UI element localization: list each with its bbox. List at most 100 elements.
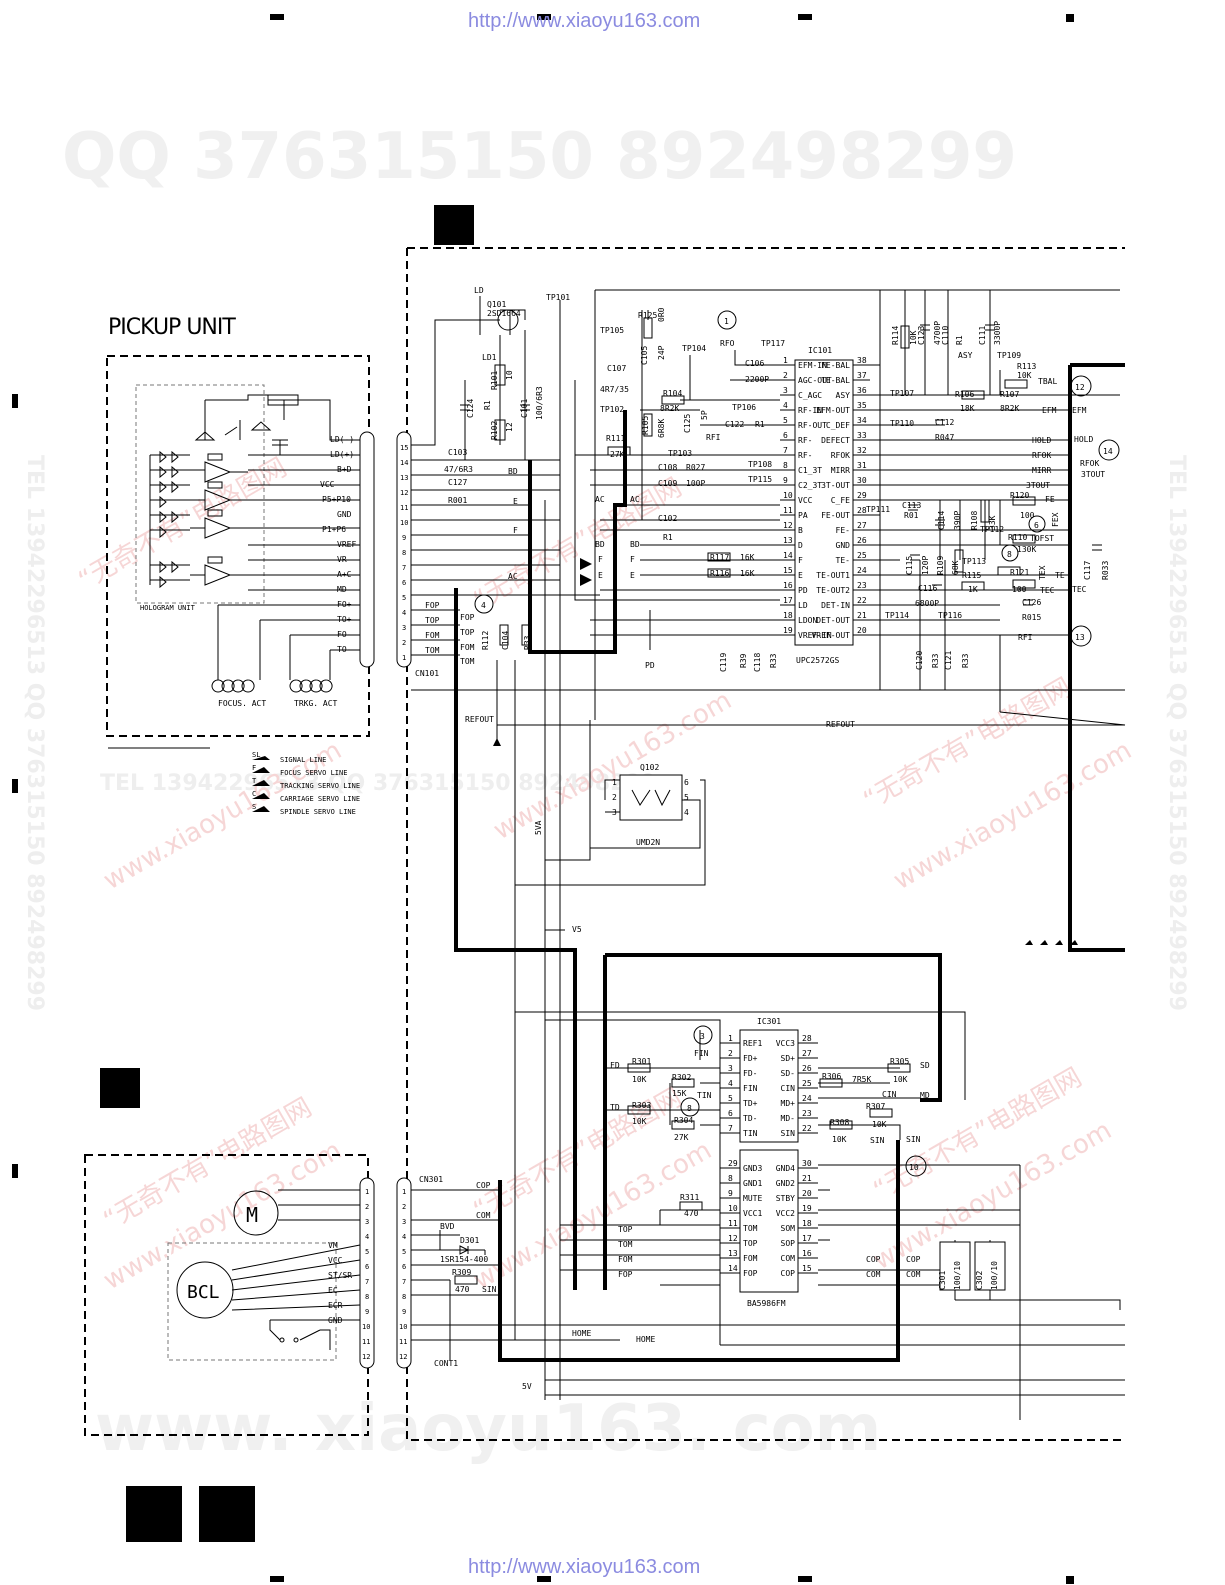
ic101-pin-num-right: 20 xyxy=(857,626,867,635)
svg-text:3: 3 xyxy=(365,1218,369,1226)
svg-text:15K: 15K xyxy=(672,1089,687,1098)
bcl-border xyxy=(167,1242,337,1361)
ic301-pin-name-left: TD- xyxy=(743,1114,757,1123)
svg-text:470: 470 xyxy=(684,1209,699,1218)
svg-text:R111: R111 xyxy=(606,434,625,443)
header-url[interactable]: http://www.xiaoyu163.com xyxy=(468,10,700,32)
ic101-pin-num-right: 27 xyxy=(857,521,867,530)
svg-text:AC: AC xyxy=(508,572,518,581)
ic301-pin-num-left: 11 xyxy=(728,1219,738,1228)
svg-text:AC: AC xyxy=(630,495,640,504)
svg-text:R307: R307 xyxy=(866,1102,885,1111)
svg-text:R1: R1 xyxy=(755,420,765,429)
svg-text:8: 8 xyxy=(1007,550,1012,559)
svg-text:TOFST: TOFST xyxy=(1030,534,1054,543)
ic101-pin-name-right: FE-OUT xyxy=(821,511,850,520)
pin-label-ld-minus: LD(-) xyxy=(330,435,354,444)
svg-text:27K: 27K xyxy=(610,450,625,459)
svg-text:C104: C104 xyxy=(501,631,510,650)
svg-text:4: 4 xyxy=(481,601,486,610)
svg-text:FOP: FOP xyxy=(460,613,475,622)
svg-text:R102: R102 xyxy=(490,421,499,440)
ic301-pin-num-right: 26 xyxy=(802,1064,812,1073)
svg-text:12: 12 xyxy=(400,489,408,497)
svg-text:33K: 33K xyxy=(988,515,997,530)
page-tab-2 xyxy=(199,1486,255,1542)
svg-text:10K: 10K xyxy=(1017,371,1032,380)
svg-text:CONT1: CONT1 xyxy=(434,1359,458,1368)
pin-label-p1p6: P1+P6 xyxy=(322,525,346,534)
ic101-pin-num-right: 26 xyxy=(857,536,867,545)
svg-text:TOM: TOM xyxy=(460,657,475,666)
ic101-name: IC101 xyxy=(808,346,832,355)
svg-text:R303: R303 xyxy=(632,1101,651,1110)
ic301-pin-num-right: 22 xyxy=(802,1124,812,1133)
ic101-pin-name-right: C_FE xyxy=(831,496,850,505)
svg-text:130K: 130K xyxy=(1017,545,1036,554)
q102-pin-3: 3 xyxy=(612,808,617,817)
svg-text:RFOK: RFOK xyxy=(1032,451,1051,460)
ic301-pin-name-right: SOP xyxy=(781,1239,796,1248)
ic301-pin-name-right: SIN xyxy=(781,1129,796,1138)
svg-text:F: F xyxy=(252,764,256,772)
pin-label-fo-minus: FO- xyxy=(337,630,351,639)
ic101-pin-num-left: 2 xyxy=(783,371,788,380)
svg-text:100: 100 xyxy=(1020,511,1035,520)
ic301-pin-name-right: CIN xyxy=(781,1084,796,1093)
svg-text:4: 4 xyxy=(365,1233,369,1241)
svg-text:ASY: ASY xyxy=(958,351,973,360)
svg-text:5: 5 xyxy=(402,594,406,602)
svg-text:C116: C116 xyxy=(918,584,937,593)
ic301-pin-num-left: 10 xyxy=(728,1204,738,1213)
pin-label-ld-plus: LD(+) xyxy=(330,450,354,459)
svg-text:EC: EC xyxy=(328,1286,338,1295)
ic301-pin-name-right: MD+ xyxy=(781,1099,796,1108)
ic301-pin-num-right: 15 xyxy=(802,1264,812,1273)
ic101-part: UPC2572GS xyxy=(796,656,840,665)
photodiode-array xyxy=(149,394,300,589)
svg-text:FD: FD xyxy=(610,1061,620,1070)
svg-text:FOM: FOM xyxy=(618,1255,633,1264)
svg-text:18K: 18K xyxy=(960,404,975,413)
svg-text:R125: R125 xyxy=(638,311,657,320)
svg-text:R311: R311 xyxy=(680,1193,699,1202)
ic101-pin-name-left: VREF-IN xyxy=(798,631,832,640)
ic101-pin-num-right: 34 xyxy=(857,416,867,425)
svg-text:10: 10 xyxy=(399,1323,407,1331)
ic101-pin-num-right: 25 xyxy=(857,551,867,560)
svg-text:COM: COM xyxy=(866,1270,881,1279)
ic301-network: FD R301 10K R302 15K TD R303 10K R304 27… xyxy=(515,1011,1125,1420)
footer-url[interactable]: http://www.xiaoyu163.com xyxy=(468,1556,700,1578)
section-marker-left xyxy=(100,1068,140,1108)
svg-text:10K: 10K xyxy=(872,1120,887,1129)
svg-text:1SR154-400: 1SR154-400 xyxy=(440,1255,488,1264)
q102-pin-6: 6 xyxy=(684,778,689,787)
spindle-motor-icon xyxy=(233,1190,279,1236)
svg-text:390P: 390P xyxy=(953,511,962,530)
svg-text:C121: C121 xyxy=(944,651,953,670)
ic301-pin-name-left: FOM xyxy=(743,1254,758,1263)
svg-text:C123: C123 xyxy=(917,326,926,345)
svg-text:TP113: TP113 xyxy=(962,557,986,566)
svg-text:TD: TD xyxy=(610,1103,620,1112)
svg-text:R112: R112 xyxy=(481,631,490,650)
ic301-part: BA5986FM xyxy=(747,1299,786,1308)
ic101-pin-name-right: MIRR xyxy=(831,466,850,475)
ic101-pin-name-left: B xyxy=(798,526,803,535)
ic101-pin-name-left: AGC-OUT xyxy=(798,376,832,385)
ic301-pin-num-right: 28 xyxy=(802,1034,812,1043)
svg-text:E: E xyxy=(630,571,635,580)
svg-text:470: 470 xyxy=(455,1285,470,1294)
svg-text:16K: 16K xyxy=(740,569,755,578)
ic301-pin-name-left: TIN xyxy=(743,1129,758,1138)
svg-text:VCC: VCC xyxy=(328,1256,343,1265)
q102-pin-5: 5 xyxy=(684,793,689,802)
svg-text:FIN: FIN xyxy=(694,1049,709,1058)
svg-text:R113: R113 xyxy=(1017,362,1036,371)
ic301-pin-num-right: 23 xyxy=(802,1109,812,1118)
cn101-pin-numbers: 15 14 13 12 11 10 9 8 7 6 5 4 3 2 1 xyxy=(400,444,408,662)
svg-text:Q102: Q102 xyxy=(640,763,659,772)
svg-text:14: 14 xyxy=(400,459,408,467)
svg-text:R104: R104 xyxy=(663,389,682,398)
